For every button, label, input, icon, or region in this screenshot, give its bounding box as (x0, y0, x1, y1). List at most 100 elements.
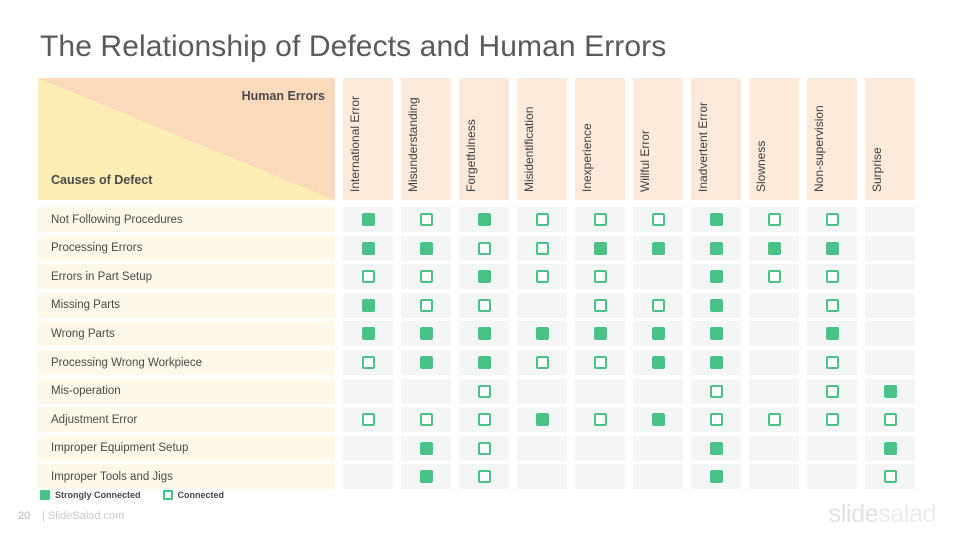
matrix-cell-r4-c6[interactable] (633, 292, 683, 318)
matrix-cell-r9-c4[interactable] (517, 435, 567, 461)
matrix-cell-r7-c4[interactable] (517, 378, 567, 404)
matrix-cell-r4-c7[interactable] (691, 292, 741, 318)
matrix-cell-r8-c2[interactable] (401, 407, 451, 433)
matrix-cell-r6-c2[interactable] (401, 350, 451, 375)
matrix-cell-r9-c5[interactable] (575, 435, 625, 461)
matrix-cell-r1-c8[interactable] (749, 207, 799, 232)
matrix-cell-r7-c3[interactable] (459, 378, 509, 404)
matrix-cell-r9-c10[interactable] (865, 435, 915, 461)
matrix-cell-r3-c6[interactable] (633, 264, 683, 290)
matrix-cell-r10-c9[interactable] (807, 464, 857, 490)
matrix-cell-r1-c10[interactable] (865, 207, 915, 232)
matrix-cell-r3-c2[interactable] (401, 264, 451, 290)
matrix-cell-r9-c1[interactable] (343, 435, 393, 461)
matrix-cell-r1-c4[interactable] (517, 207, 567, 232)
matrix-cell-r2-c9[interactable] (807, 235, 857, 261)
matrix-cell-r9-c3[interactable] (459, 435, 509, 461)
matrix-cell-r8-c10[interactable] (865, 407, 915, 433)
matrix-cell-r2-c5[interactable] (575, 235, 625, 261)
matrix-cell-r8-c7[interactable] (691, 407, 741, 433)
matrix-cell-r2-c4[interactable] (517, 235, 567, 261)
matrix-cell-r1-c1[interactable] (343, 207, 393, 232)
matrix-cell-r1-c3[interactable] (459, 207, 509, 232)
matrix-cell-r7-c2[interactable] (401, 378, 451, 404)
matrix-cell-r5-c3[interactable] (459, 321, 509, 347)
matrix-cell-r4-c4[interactable] (517, 292, 567, 318)
matrix-cell-r6-c9[interactable] (807, 350, 857, 375)
matrix-cell-r2-c3[interactable] (459, 235, 509, 261)
matrix-cell-r10-c7[interactable] (691, 464, 741, 490)
matrix-cell-r2-c1[interactable] (343, 235, 393, 261)
matrix-cell-r6-c7[interactable] (691, 350, 741, 375)
matrix-cell-r1-c2[interactable] (401, 207, 451, 232)
matrix-cell-r5-c5[interactable] (575, 321, 625, 347)
matrix-cell-r2-c2[interactable] (401, 235, 451, 261)
matrix-cell-r6-c4[interactable] (517, 350, 567, 375)
matrix-cell-r8-c3[interactable] (459, 407, 509, 433)
matrix-cell-r5-c2[interactable] (401, 321, 451, 347)
matrix-cell-r1-c5[interactable] (575, 207, 625, 232)
matrix-cell-r2-c6[interactable] (633, 235, 683, 261)
matrix-cell-r4-c2[interactable] (401, 292, 451, 318)
matrix-cell-r10-c5[interactable] (575, 464, 625, 490)
matrix-cell-r6-c5[interactable] (575, 350, 625, 375)
matrix-cell-r7-c6[interactable] (633, 378, 683, 404)
matrix-cell-r1-c6[interactable] (633, 207, 683, 232)
matrix-cell-r6-c3[interactable] (459, 350, 509, 375)
matrix-cell-r5-c8[interactable] (749, 321, 799, 347)
matrix-cell-r10-c3[interactable] (459, 464, 509, 490)
matrix-cell-r3-c1[interactable] (343, 264, 393, 290)
matrix-cell-r7-c5[interactable] (575, 378, 625, 404)
matrix-cell-r10-c10[interactable] (865, 464, 915, 490)
matrix-cell-r5-c4[interactable] (517, 321, 567, 347)
matrix-cell-r6-c10[interactable] (865, 350, 915, 375)
matrix-cell-r3-c4[interactable] (517, 264, 567, 290)
matrix-cell-r7-c7[interactable] (691, 378, 741, 404)
matrix-cell-r9-c8[interactable] (749, 435, 799, 461)
matrix-cell-r5-c10[interactable] (865, 321, 915, 347)
matrix-cell-r6-c8[interactable] (749, 350, 799, 375)
matrix-cell-r4-c5[interactable] (575, 292, 625, 318)
matrix-cell-r2-c8[interactable] (749, 235, 799, 261)
matrix-cell-r8-c8[interactable] (749, 407, 799, 433)
matrix-cell-r9-c9[interactable] (807, 435, 857, 461)
matrix-cell-r8-c6[interactable] (633, 407, 683, 433)
matrix-cell-r5-c7[interactable] (691, 321, 741, 347)
matrix-cell-r5-c9[interactable] (807, 321, 857, 347)
matrix-cell-r7-c9[interactable] (807, 378, 857, 404)
matrix-cell-r3-c5[interactable] (575, 264, 625, 290)
matrix-cell-r9-c7[interactable] (691, 435, 741, 461)
matrix-cell-r6-c1[interactable] (343, 350, 393, 375)
matrix-cell-r4-c8[interactable] (749, 292, 799, 318)
matrix-cell-r4-c10[interactable] (865, 292, 915, 318)
matrix-cell-r2-c7[interactable] (691, 235, 741, 261)
matrix-cell-r8-c5[interactable] (575, 407, 625, 433)
matrix-cell-r4-c3[interactable] (459, 292, 509, 318)
matrix-cell-r10-c2[interactable] (401, 464, 451, 490)
matrix-cell-r3-c7[interactable] (691, 264, 741, 290)
matrix-cell-r10-c6[interactable] (633, 464, 683, 490)
matrix-cell-r5-c6[interactable] (633, 321, 683, 347)
matrix-cell-r5-c1[interactable] (343, 321, 393, 347)
matrix-cell-r3-c8[interactable] (749, 264, 799, 290)
matrix-cell-r3-c10[interactable] (865, 264, 915, 290)
matrix-cell-r7-c1[interactable] (343, 378, 393, 404)
matrix-cell-r8-c4[interactable] (517, 407, 567, 433)
matrix-cell-r7-c10[interactable] (865, 378, 915, 404)
matrix-cell-r3-c9[interactable] (807, 264, 857, 290)
matrix-cell-r10-c1[interactable] (343, 464, 393, 490)
matrix-cell-r10-c4[interactable] (517, 464, 567, 490)
matrix-cell-r9-c6[interactable] (633, 435, 683, 461)
matrix-cell-r1-c7[interactable] (691, 207, 741, 232)
matrix-cell-r4-c9[interactable] (807, 292, 857, 318)
matrix-cell-r9-c2[interactable] (401, 435, 451, 461)
matrix-cell-r3-c3[interactable] (459, 264, 509, 290)
matrix-cell-r8-c9[interactable] (807, 407, 857, 433)
matrix-cell-r1-c9[interactable] (807, 207, 857, 232)
matrix-cell-r6-c6[interactable] (633, 350, 683, 375)
matrix-cell-r10-c8[interactable] (749, 464, 799, 490)
matrix-cell-r7-c8[interactable] (749, 378, 799, 404)
matrix-cell-r4-c1[interactable] (343, 292, 393, 318)
matrix-cell-r2-c10[interactable] (865, 235, 915, 261)
matrix-cell-r8-c1[interactable] (343, 407, 393, 433)
